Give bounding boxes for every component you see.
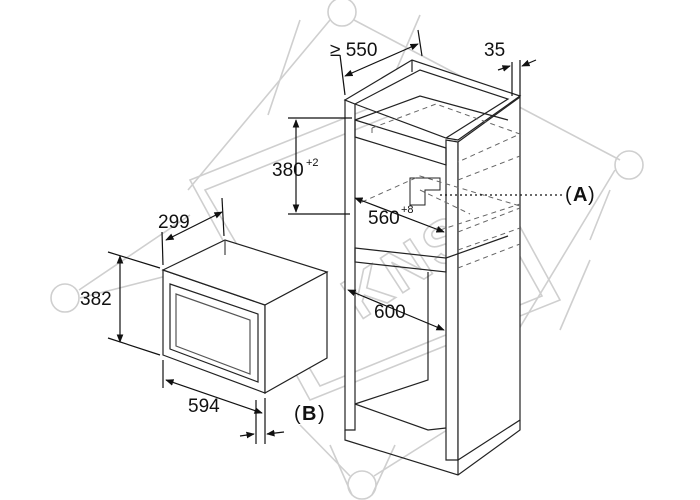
- cabinet-front-right: [445, 139, 459, 461]
- cabinet-side: [457, 95, 521, 462]
- cabinet-upper-shelf: [354, 119, 447, 166]
- cabinet-niche-bracket: [409, 177, 441, 206]
- dim-line-appliance-depth: [165, 211, 223, 241]
- hidden-edges: [361, 103, 522, 269]
- label-b-letter: B: [302, 403, 316, 425]
- dim-line-niche-width: [354, 197, 445, 233]
- dim-line-cabinet-width: [347, 289, 445, 331]
- dim-line-b: [239, 431, 255, 439]
- label-b-close: ): [318, 403, 325, 425]
- appliance: [161, 239, 329, 395]
- dim-niche-width: 560: [368, 208, 400, 229]
- appliance-side: [264, 271, 328, 395]
- dim-appliance-height: 382: [80, 289, 112, 310]
- dimension-lines: [107, 29, 562, 444]
- cabinet: [343, 59, 522, 476]
- dim-niche-depth: ≥ 550: [330, 40, 377, 61]
- label-a-close: ): [588, 184, 595, 206]
- dim-niche-height-tol: +2: [306, 157, 319, 169]
- dim-niche-height: 380: [272, 160, 304, 181]
- dim-line-side-gap: [497, 65, 511, 72]
- dim-appliance-depth: 299: [158, 212, 190, 233]
- cabinet-niche-floor: [354, 247, 447, 273]
- dim-niche-width-tol: +8: [401, 204, 414, 216]
- dim-line-niche-depth: [344, 43, 419, 77]
- label-a-letter: A: [573, 184, 587, 206]
- label-b-open: (: [294, 403, 301, 425]
- dim-cabinet-width: 600: [374, 302, 406, 323]
- cabinet-front-left: [344, 99, 356, 431]
- label-a-open: (: [565, 184, 572, 206]
- dim-side-gap: 35: [484, 40, 505, 61]
- dim-line-appliance-width: [165, 379, 263, 414]
- dim-appliance-width: 594: [188, 396, 220, 417]
- label-b: ( B ): [294, 403, 325, 425]
- label-a: ( A ): [565, 184, 595, 206]
- appliance-window: [175, 293, 251, 375]
